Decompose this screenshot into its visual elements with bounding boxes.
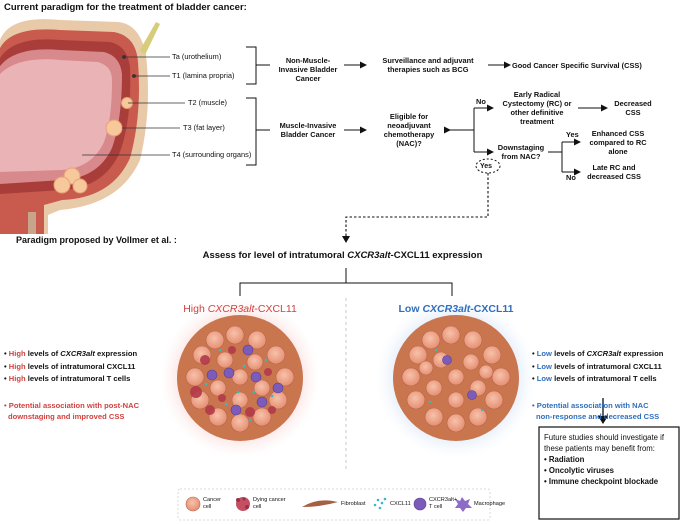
future-studies-text: Future studies should investigate if the…: [544, 433, 665, 486]
late-rc-label: Late RC and decreased CSS: [587, 163, 641, 181]
legend-box: [177, 488, 491, 521]
low-tumor-illustration: [393, 315, 519, 441]
bladder-illustration: [0, 19, 160, 235]
high-bullet-list: • High levels of CXCR3alt expression • H…: [4, 349, 138, 383]
page-title: Current paradigm for the treatment of bl…: [4, 2, 247, 13]
yes-label-1: Yes: [480, 163, 493, 170]
high-association-text: • Potential association with post-NAC do…: [4, 401, 140, 421]
early-rc-label: Early Radical Cystectomy (RC) or other d…: [502, 90, 572, 126]
nmibc-label: Non-Muscle-Invasive Bladder Cancer: [278, 56, 338, 83]
yes-label-2: Yes: [566, 130, 579, 139]
legend-cancer-cell: Cancer cell: [203, 497, 222, 510]
legend-macrophage: Macrophage: [474, 501, 506, 507]
downstaging-label: Downstaging from NAC?: [497, 143, 545, 161]
assess-label: Assess for level of intratumoral CXCR3al…: [202, 250, 483, 261]
legend-tcell: CXCR3alt+ T cell: [429, 497, 458, 510]
fibroblast-icon: [302, 500, 338, 507]
good-css-label: Good Cancer Specific Survival (CSS): [512, 61, 642, 70]
eligible-nac-label: Eligible for neoadjuvant chemotherapy (N…: [383, 112, 435, 148]
low-association-text: • Potential association with NAC non-res…: [532, 401, 660, 421]
no-label-1: No: [476, 97, 486, 106]
low-bullet-list: • Low levels of CXCR3alt expression • Lo…: [532, 349, 664, 383]
high-tumor-illustration: [177, 315, 303, 441]
surveillance-label: Surveillance and adjuvant therapies such…: [382, 56, 474, 74]
proposed-title: Paradigm proposed by Vollmer et al. :: [16, 235, 177, 245]
legend-dying-cell: Dying cancer cell: [253, 497, 286, 510]
tcell-icon: [413, 497, 427, 511]
stage-t3-label: T3 (fat layer): [183, 123, 225, 132]
high-section-title: High CXCR3alt-CXCL11: [183, 303, 297, 315]
stage-ta-label: Ta (urothelium): [172, 52, 222, 61]
future-studies-box: [538, 426, 680, 520]
mibc-label: Muscle-Invasive Bladder Cancer: [279, 121, 337, 139]
cxcl11-icon: [373, 497, 387, 510]
macrophage-icon: [455, 497, 472, 512]
legend-fibroblast: Fibroblast: [341, 501, 366, 507]
stage-t1-label: T1 (lamina propria): [172, 71, 235, 80]
stage-t4-label: T4 (surrounding organs): [172, 150, 252, 159]
low-section-title: Low CXCR3alt-CXCL11: [398, 303, 514, 315]
cancer-cell-icon: [185, 496, 201, 512]
legend-cxcl11: CXCL11: [390, 501, 411, 507]
stage-t2-label: T2 (muscle): [188, 98, 228, 107]
decreased-css-label: Decreased CSS: [614, 99, 652, 117]
no-label-2: No: [566, 173, 576, 182]
enhanced-css-label: Enhanced CSS compared to RC alone: [589, 129, 647, 156]
dying-cell-icon: [236, 497, 250, 511]
